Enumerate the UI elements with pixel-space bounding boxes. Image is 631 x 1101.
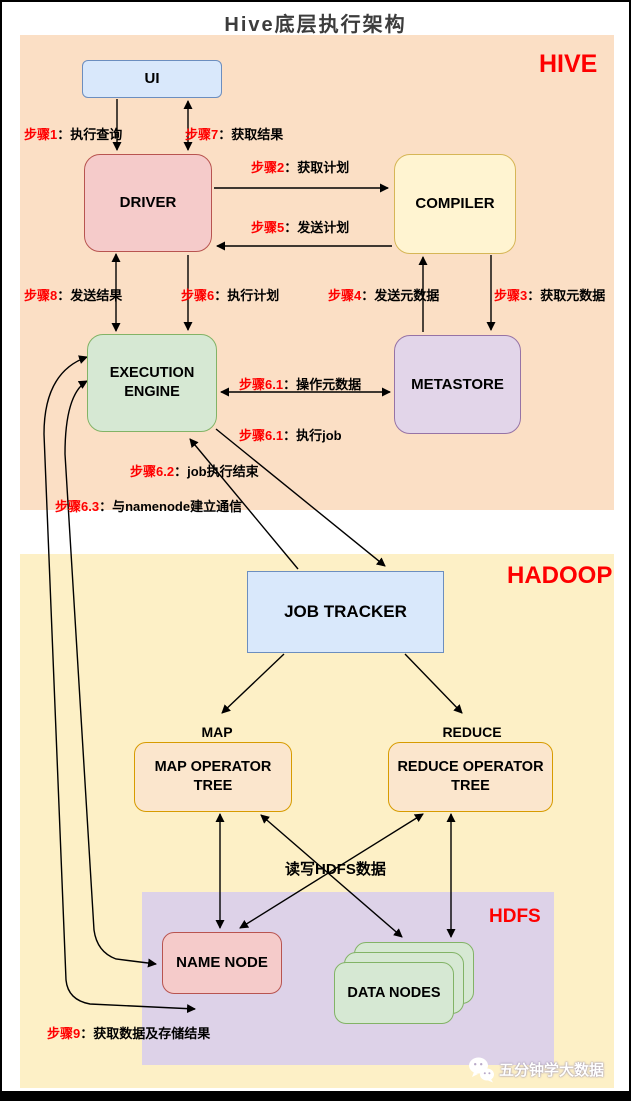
step-text: ：与namenode建立通信 <box>99 499 243 514</box>
step-text: ：执行job <box>283 428 342 443</box>
step-prefix: 步骤6 <box>181 288 215 303</box>
node-compiler: COMPILER <box>394 154 516 254</box>
step-prefix: 步骤8 <box>24 288 58 303</box>
step-prefix: 步骤9 <box>47 1026 81 1041</box>
step-label-7: 步骤7：获取结果 <box>185 124 283 143</box>
step-label-5: 步骤5：发送计划 <box>251 217 349 236</box>
hive-region-label: HIVE <box>539 50 598 78</box>
step-prefix: 步骤2 <box>251 160 285 175</box>
step-text: ：job执行结束 <box>174 464 259 479</box>
hdfs-region-label: HDFS <box>489 906 541 927</box>
node-job-tracker: JOB TRACKER <box>247 571 444 653</box>
step-prefix: 步骤1 <box>24 127 58 142</box>
step-prefix: 步骤5 <box>251 220 285 235</box>
step-text: ：发送结果 <box>57 288 123 303</box>
step-text: ：获取计划 <box>284 160 350 175</box>
step-prefix: 步骤6.2 <box>130 464 175 479</box>
node-metastore: METASTORE <box>394 335 521 434</box>
step-prefix: 步骤6.1 <box>239 377 284 392</box>
map-phase-label: MAP <box>201 724 233 740</box>
hadoop-region-label: HADOOP <box>507 562 613 589</box>
step-text: ：操作元数据 <box>283 377 362 392</box>
step-label-6-2: 步骤6.2：job执行结束 <box>130 461 259 480</box>
step-text: ：执行计划 <box>214 288 280 303</box>
step-prefix: 步骤6.3 <box>55 499 100 514</box>
step-prefix: 步骤7 <box>185 127 219 142</box>
node-execution-engine: EXECUTION ENGINE <box>87 334 217 432</box>
page-title: Hive底层执行架构 <box>224 14 407 36</box>
reduce-phase-label: REDUCE <box>442 724 502 740</box>
step-text: ：发送计划 <box>284 220 350 235</box>
step-label-8: 步骤8：发送结果 <box>24 285 122 304</box>
step-text: ：获取数据及存储结果 <box>80 1026 211 1041</box>
node-reduce-operator-tree: REDUCE OPERATOR TREE <box>388 742 553 812</box>
step-label-3: 步骤3：获取元数据 <box>494 285 605 304</box>
step-label-9: 步骤9：获取数据及存储结果 <box>47 1023 210 1042</box>
node-ui: UI <box>82 60 222 98</box>
step-label-4: 步骤4：发送元数据 <box>328 285 439 304</box>
step-label-6-1-metadata: 步骤6.1：操作元数据 <box>239 374 361 393</box>
node-data-nodes: DATA NODES <box>334 962 454 1024</box>
step-label-6-3: 步骤6.3：与namenode建立通信 <box>55 496 242 515</box>
step-prefix: 步骤3 <box>494 288 528 303</box>
step-text: ：获取结果 <box>218 127 284 142</box>
node-map-operator-tree: MAP OPERATOR TREE <box>134 742 292 812</box>
step-prefix: 步骤4 <box>328 288 362 303</box>
step-text: ：发送元数据 <box>361 288 440 303</box>
step-text: ：获取元数据 <box>527 288 606 303</box>
step-text: ：执行查询 <box>57 127 123 142</box>
watermark-text: 五分钟学大数据 <box>499 1062 605 1079</box>
hdfs-read-write-label: 读写HDFS数据 <box>285 861 386 878</box>
step-prefix: 步骤6.1 <box>239 428 284 443</box>
bottom-border-bar <box>2 1091 629 1099</box>
step-label-6: 步骤6：执行计划 <box>181 285 279 304</box>
node-name-node: NAME NODE <box>162 932 282 994</box>
node-driver: DRIVER <box>84 154 212 252</box>
step-label-1: 步骤1：执行查询 <box>24 124 122 143</box>
wechat-icon <box>469 1057 494 1083</box>
watermark: 五分钟学大数据 <box>468 1056 604 1083</box>
step-label-6-1-job: 步骤6.1：执行job <box>239 425 342 444</box>
step-label-2: 步骤2：获取计划 <box>251 157 349 176</box>
